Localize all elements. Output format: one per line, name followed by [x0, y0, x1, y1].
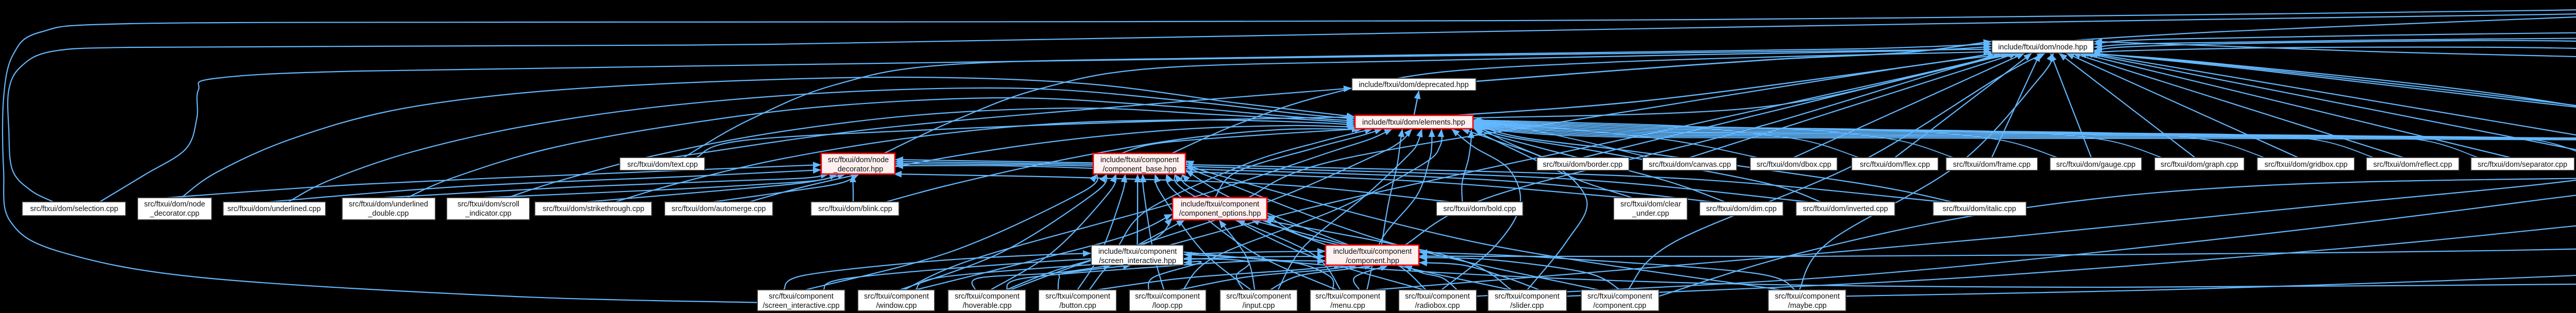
svg-text:include/ftxui/dom/elements.hpp: include/ftxui/dom/elements.hpp	[1362, 118, 1465, 127]
svg-text:src/ftxui/component: src/ftxui/component	[1405, 292, 1470, 301]
svg-text:src/ftxui/dom/selection.cpp: src/ftxui/dom/selection.cpp	[30, 205, 118, 213]
svg-text:src/ftxui/dom/gridbox.cpp: src/ftxui/dom/gridbox.cpp	[2264, 161, 2347, 169]
svg-text:include/ftxui/component: include/ftxui/component	[1333, 248, 1412, 256]
svg-text:src/ftxui/component: src/ftxui/component	[1315, 292, 1380, 301]
svg-text:/component.cpp: /component.cpp	[1593, 302, 1646, 310]
svg-text:include/ftxui/component: include/ftxui/component	[1098, 248, 1177, 256]
svg-text:src/ftxui/dom/node: src/ftxui/dom/node	[144, 200, 205, 208]
svg-text:src/ftxui/dom/gauge.cpp: src/ftxui/dom/gauge.cpp	[2056, 161, 2136, 169]
svg-text:src/ftxui/component: src/ftxui/component	[1587, 292, 1652, 301]
svg-text:/button.cpp: /button.cpp	[1059, 302, 1096, 310]
svg-text:/maybe.cpp: /maybe.cpp	[1788, 302, 1827, 310]
svg-text:src/ftxui/component: src/ftxui/component	[1226, 292, 1291, 301]
svg-text:src/ftxui/dom/dim.cpp: src/ftxui/dom/dim.cpp	[1706, 205, 1777, 213]
svg-text:/screen_interactive.cpp: /screen_interactive.cpp	[762, 302, 839, 310]
svg-text:_double.cpp: _double.cpp	[367, 210, 409, 218]
svg-text:src/ftxui/dom/underlined.cpp: src/ftxui/dom/underlined.cpp	[227, 205, 320, 213]
svg-text:src/ftxui/component: src/ftxui/component	[1045, 292, 1110, 301]
svg-text:src/ftxui/dom/border.cpp: src/ftxui/dom/border.cpp	[1543, 161, 1623, 169]
svg-text:src/ftxui/dom/strikethrough.cp: src/ftxui/dom/strikethrough.cpp	[543, 205, 644, 213]
svg-text:/input.cpp: /input.cpp	[1243, 302, 1275, 310]
svg-text:include/ftxui/dom/deprecated.h: include/ftxui/dom/deprecated.hpp	[1359, 81, 1469, 89]
svg-text:/hoverable.cpp: /hoverable.cpp	[962, 302, 1011, 310]
svg-text:/component_options.hpp: /component_options.hpp	[1179, 210, 1261, 218]
svg-text:/slider.cpp: /slider.cpp	[1510, 302, 1544, 310]
svg-text:src/ftxui/dom/automerge.cpp: src/ftxui/dom/automerge.cpp	[672, 205, 766, 213]
svg-text:src/ftxui/dom/node: src/ftxui/dom/node	[828, 156, 889, 164]
svg-text:src/ftxui/dom/flex.cpp: src/ftxui/dom/flex.cpp	[1860, 161, 1930, 169]
svg-text:src/ftxui/component: src/ftxui/component	[1775, 292, 1840, 301]
svg-text:src/ftxui/dom/reflect.cpp: src/ftxui/dom/reflect.cpp	[2373, 161, 2452, 169]
svg-text:/screen_interactive.hpp: /screen_interactive.hpp	[1099, 257, 1176, 265]
svg-text:_under.cpp: _under.cpp	[1632, 210, 1669, 218]
svg-text:src/ftxui/dom/separator.cpp: src/ftxui/dom/separator.cpp	[2478, 161, 2567, 169]
svg-text:src/ftxui/dom/frame.cpp: src/ftxui/dom/frame.cpp	[1953, 161, 2031, 169]
svg-text:src/ftxui/component: src/ftxui/component	[769, 292, 834, 301]
svg-text:/component_base.hpp: /component_base.hpp	[1103, 165, 1177, 173]
svg-text:src/ftxui/dom/clear: src/ftxui/dom/clear	[1620, 200, 1681, 208]
svg-text:/loop.cpp: /loop.cpp	[1153, 302, 1183, 310]
svg-text:include/ftxui/component: include/ftxui/component	[1100, 156, 1179, 164]
svg-text:include/ftxui/dom/node.hpp: include/ftxui/dom/node.hpp	[1998, 43, 2087, 51]
svg-text:src/ftxui/component: src/ftxui/component	[955, 292, 1020, 301]
svg-text:src/ftxui/dom/underlined: src/ftxui/dom/underlined	[349, 200, 428, 208]
svg-text:src/ftxui/component: src/ftxui/component	[1495, 292, 1560, 301]
svg-text:src/ftxui/dom/scroll: src/ftxui/dom/scroll	[457, 200, 519, 208]
svg-text:src/ftxui/dom/blink.cpp: src/ftxui/dom/blink.cpp	[818, 205, 892, 213]
svg-text:src/ftxui/dom/italic.cpp: src/ftxui/dom/italic.cpp	[1943, 205, 2016, 213]
svg-text:_decorator.hpp: _decorator.hpp	[833, 165, 884, 173]
svg-text:/component.hpp: /component.hpp	[1346, 257, 1399, 265]
svg-text:/menu.cpp: /menu.cpp	[1330, 302, 1365, 310]
svg-text:src/ftxui/dom/text.cpp: src/ftxui/dom/text.cpp	[628, 161, 698, 169]
svg-text:src/ftxui/dom/bold.cpp: src/ftxui/dom/bold.cpp	[1443, 205, 1516, 213]
svg-text:_decorator.cpp: _decorator.cpp	[149, 210, 199, 218]
svg-text:src/ftxui/dom/graph.cpp: src/ftxui/dom/graph.cpp	[2161, 161, 2239, 169]
svg-text:_indicator.cpp: _indicator.cpp	[465, 210, 511, 218]
svg-text:/radiobox.cpp: /radiobox.cpp	[1415, 302, 1460, 310]
svg-text:src/ftxui/dom/inverted.cpp: src/ftxui/dom/inverted.cpp	[1803, 205, 1888, 213]
svg-text:include/ftxui/component: include/ftxui/component	[1181, 200, 1259, 208]
svg-text:src/ftxui/component: src/ftxui/component	[864, 292, 929, 301]
svg-text:src/ftxui/dom/dbox.cpp: src/ftxui/dom/dbox.cpp	[1756, 161, 1831, 169]
svg-text:src/ftxui/dom/canvas.cpp: src/ftxui/dom/canvas.cpp	[1649, 161, 1731, 169]
svg-text:/window.cpp: /window.cpp	[876, 302, 917, 310]
svg-text:src/ftxui/component: src/ftxui/component	[1135, 292, 1200, 301]
